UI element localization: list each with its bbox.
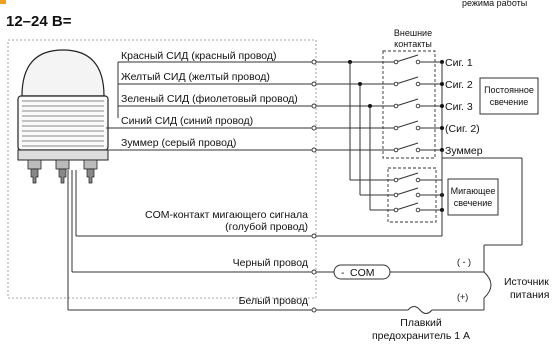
blink-light-label-1: Мигающее bbox=[451, 186, 496, 196]
power-source-label-1: Источник bbox=[504, 276, 549, 288]
output-sig3: Сиг. 3 bbox=[445, 101, 473, 113]
device-boundary bbox=[7, 39, 317, 299]
wire-buzzer bbox=[106, 142, 442, 153]
fuse-label-1: Плавкий bbox=[400, 317, 442, 329]
external-contacts-label-1: Внешние bbox=[394, 28, 432, 38]
minus-terminal: ( - ) bbox=[457, 257, 471, 267]
plus-terminal: (+) bbox=[457, 292, 468, 302]
external-contacts-label-2: контакты bbox=[394, 39, 432, 49]
steady-light-label-2: свечение bbox=[490, 97, 529, 107]
blink-light-label-2: свечение bbox=[454, 198, 493, 208]
output-sig2: Сиг. 2 bbox=[445, 79, 473, 91]
wire-label-red: Красный СИД (красный провод) bbox=[121, 50, 277, 62]
steady-light-label-1: Постоянное bbox=[484, 85, 534, 95]
output-sig2-paren: (Сиг. 2) bbox=[445, 123, 480, 135]
output-buzzer: Зуммер bbox=[445, 145, 483, 157]
com-tag-box bbox=[333, 264, 391, 280]
blink-switches bbox=[350, 172, 444, 213]
blink-light-box bbox=[447, 178, 499, 216]
wire-yellow-led bbox=[118, 76, 442, 195]
power-source-icon bbox=[483, 271, 492, 299]
black-wire-label: Черный провод bbox=[233, 257, 308, 269]
power-source-label-2: питания bbox=[510, 289, 549, 301]
signal-lamp-icon bbox=[17, 49, 109, 184]
output-bus bbox=[440, 62, 444, 152]
diagram-title: 12–24 В= bbox=[6, 13, 72, 30]
fuse-label-2: предохранитель 1 А bbox=[372, 330, 470, 342]
wire-white bbox=[67, 170, 485, 314]
wire-com-blink bbox=[75, 170, 443, 239]
wire-blue-led bbox=[106, 120, 442, 131]
com-blink-label-1: COM-контакт мигающего сигнала bbox=[145, 209, 308, 221]
output-sig1: Сиг. 1 bbox=[445, 57, 473, 69]
wire-green-led bbox=[118, 98, 442, 210]
wire-label-blue: Синий СИД (синий провод) bbox=[121, 115, 253, 127]
wire-label-yellow: Желтый СИД (желтый провод) bbox=[121, 71, 270, 83]
com-blink-label-2: (голубой провод) bbox=[225, 221, 308, 233]
steady-light-box bbox=[479, 77, 539, 115]
external-contacts-box bbox=[382, 50, 436, 159]
header-note: режима работы bbox=[462, 0, 527, 8]
wire-black bbox=[71, 170, 484, 275]
com-tag-minus: - bbox=[341, 267, 345, 279]
com-tag-label: COM bbox=[350, 267, 375, 279]
white-wire-label: Белый провод bbox=[239, 295, 308, 307]
wire-label-green: Зеленый СИД (фиолетовый провод) bbox=[121, 93, 298, 105]
wire-label-buzzer: Зуммер (серый провод) bbox=[121, 137, 236, 149]
accent-mark bbox=[0, 0, 6, 4]
